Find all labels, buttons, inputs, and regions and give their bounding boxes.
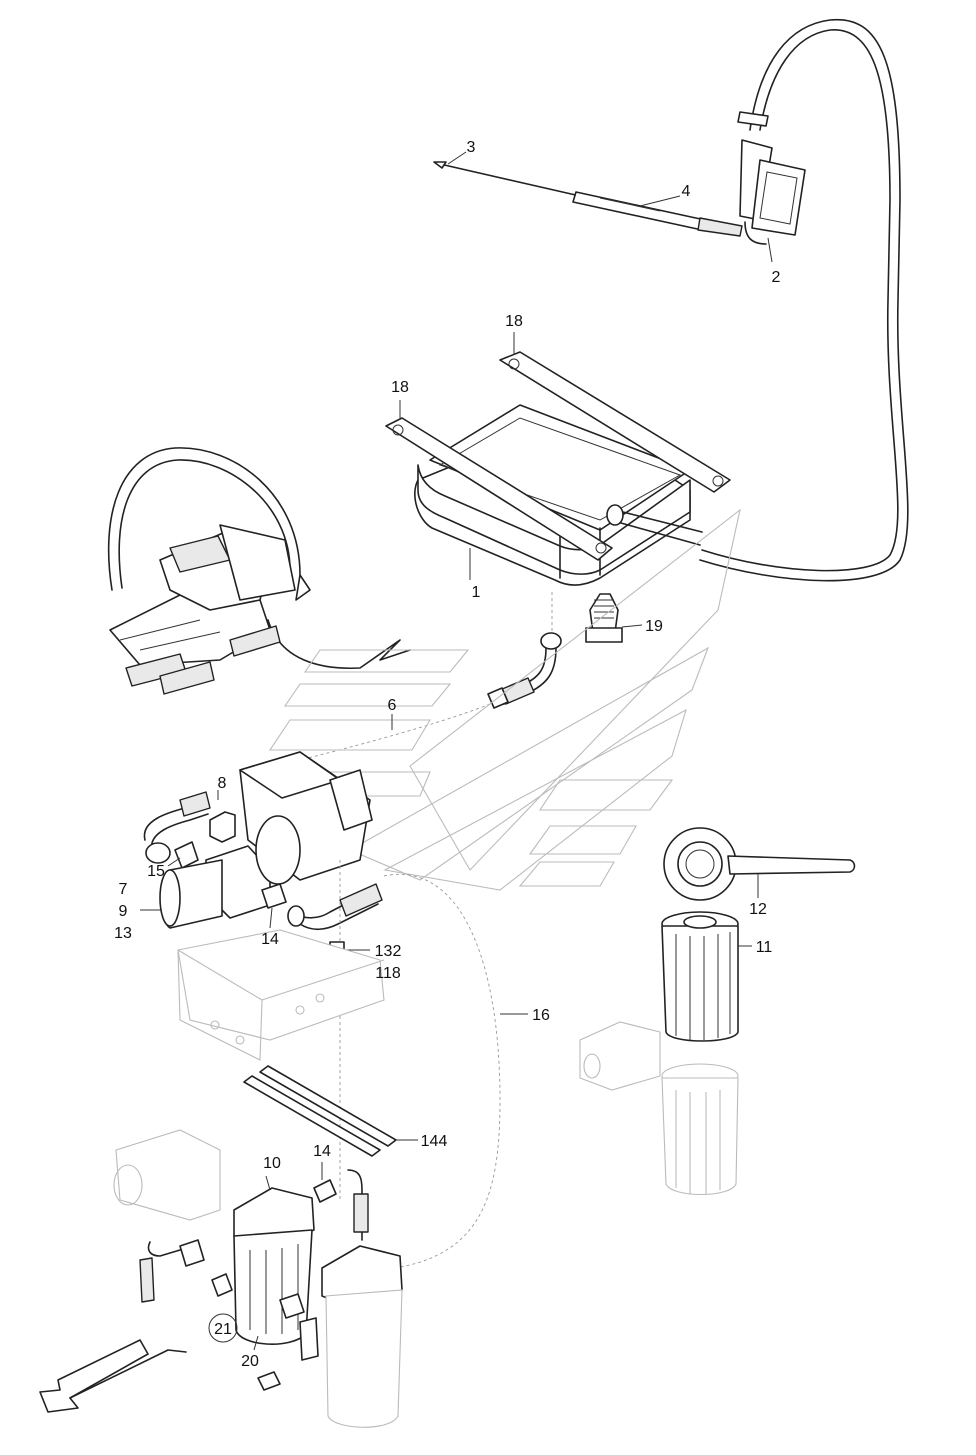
callout-circle-21 <box>208 1313 238 1343</box>
pump-assembly <box>140 751 528 1271</box>
callout-21: 21 <box>214 1321 232 1338</box>
callout-144: 144 <box>421 1133 448 1150</box>
callout-12: 12 <box>749 901 767 918</box>
callout-8: 8 <box>218 775 227 792</box>
filter-element <box>661 911 752 1042</box>
guide-chevron <box>268 508 741 891</box>
tank-strap-front <box>385 400 613 561</box>
dipstick <box>433 151 743 237</box>
filter-housing-assembly <box>113 1129 403 1428</box>
callout-18-rear: 18 <box>505 313 523 330</box>
callout-9: 9 <box>119 903 128 920</box>
mounting-bracket <box>177 929 385 1061</box>
callout-3: 3 <box>467 139 476 156</box>
callout-4: 4 <box>682 183 691 200</box>
drain-fitting <box>585 593 643 643</box>
callout-13: 13 <box>114 925 132 942</box>
callout-6: 6 <box>388 697 397 714</box>
callout-15: 15 <box>147 863 165 880</box>
filter-bowl <box>579 1021 739 1196</box>
machine-overview <box>107 447 411 695</box>
dipstick-tube-assembly <box>699 18 909 582</box>
callout-1: 1 <box>472 584 481 601</box>
callout-16: 16 <box>532 1007 550 1024</box>
callout-labels: 1 2 3 4 6 7 8 9 10 11 12 13 14 14 15 16 … <box>114 139 780 1370</box>
callout-14-filter: 14 <box>313 1143 331 1160</box>
filter-wrench <box>663 827 856 901</box>
corner-arrow <box>39 1339 187 1413</box>
callout-19: 19 <box>645 618 663 635</box>
callout-118: 118 <box>375 965 401 982</box>
callout-11: 11 <box>756 939 773 956</box>
callout-14-pump: 14 <box>261 931 279 948</box>
mounting-rails <box>243 1065 418 1157</box>
callout-7: 7 <box>119 881 128 898</box>
tank-strap-rear <box>499 332 731 493</box>
callout-2: 2 <box>772 269 781 286</box>
callout-18-front: 18 <box>391 379 409 396</box>
callout-10: 10 <box>263 1155 281 1172</box>
callout-20: 20 <box>241 1353 259 1370</box>
tank-supply-hose <box>299 592 562 761</box>
callout-132: 132 <box>375 943 402 960</box>
fuel-tank <box>414 404 703 586</box>
